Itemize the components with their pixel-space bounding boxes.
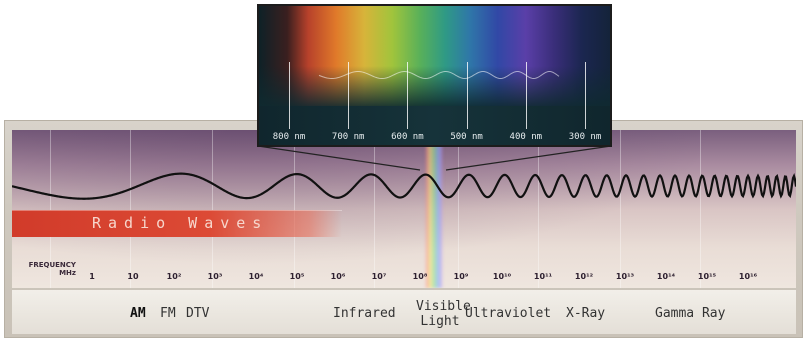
grid-line xyxy=(294,130,295,288)
dtv-label: DTV xyxy=(186,306,210,321)
wavelength-tick-line xyxy=(289,62,290,129)
frequency-tick: 10⁶ xyxy=(330,272,346,281)
band-labels-strip xyxy=(12,290,796,334)
gamma-ray-label: Gamma Ray xyxy=(655,306,726,321)
wavelength-tick-label: 800 nm xyxy=(272,132,306,142)
wavelength-tick-label: 600 nm xyxy=(391,132,424,142)
grid-line xyxy=(130,130,131,288)
frequency-tick: 10¹³ xyxy=(615,272,635,281)
frequency-tick: 10¹² xyxy=(574,272,594,281)
spectrum-fade xyxy=(259,6,610,106)
visible-light-beam xyxy=(426,130,442,288)
radio-waves-bar xyxy=(12,210,342,237)
frequency-tick: 10¹⁰ xyxy=(492,272,512,281)
spectrum-dark-base xyxy=(259,106,610,145)
fm-label: FM xyxy=(160,306,176,321)
am-label: AM xyxy=(130,306,146,321)
grid-line xyxy=(374,130,375,288)
wavelength-tick-label: 400 nm xyxy=(509,132,543,142)
wavelength-tick-label: 300 nm xyxy=(568,132,602,142)
wavelength-tick-line xyxy=(407,62,409,129)
frequency-axis-label: FREQUENCY MHz xyxy=(26,261,76,277)
grid-line xyxy=(538,130,539,288)
grid-line xyxy=(50,130,51,288)
frequency-tick: 10² xyxy=(166,272,182,281)
wavelength-tick-label: 700 nm xyxy=(331,132,365,142)
frequency-tick: 10⁵ xyxy=(289,272,305,281)
panel-shading xyxy=(12,130,796,288)
light-word: Light xyxy=(420,314,460,329)
zoom-connector-lines xyxy=(257,145,612,171)
spectrum-panel: Radio Waves xyxy=(12,130,796,288)
radio-waves-label: Radio Waves xyxy=(92,214,269,232)
frequency-tick: 1 xyxy=(89,272,95,281)
frequency-tick: 10⁷ xyxy=(371,272,387,281)
frequency-tick: 10¹⁶ xyxy=(738,272,758,281)
visible-spectrum-zoom: 800 nm 700 nm 600 nm 500 nm 400 nm 300 nm xyxy=(257,4,612,147)
frequency-tick: 10¹⁵ xyxy=(697,272,717,281)
grid-line xyxy=(700,130,701,288)
wavelength-tick-line xyxy=(466,62,468,129)
ultraviolet-label: Ultraviolet xyxy=(465,306,552,321)
zoom-wave xyxy=(318,70,560,80)
frequency-tick: 10⁸ xyxy=(412,272,428,281)
visible-word: Visible xyxy=(416,299,471,314)
frequency-label: FREQUENCY xyxy=(28,261,76,269)
grid-line xyxy=(620,130,621,288)
wavelength-tick-label: 500 nm xyxy=(450,132,483,142)
wavelength-tick-line xyxy=(585,62,586,129)
xray-label: X-Ray xyxy=(566,306,606,321)
grid-line xyxy=(458,130,459,288)
frequency-tick: 10⁴ xyxy=(248,272,264,281)
infrared-label: Infrared xyxy=(333,306,396,321)
frequency-tick: 10¹⁴ xyxy=(656,272,676,281)
grid-line xyxy=(212,130,213,288)
frequency-tick: 10⁹ xyxy=(453,272,469,281)
frequency-tick: 10¹¹ xyxy=(533,272,553,281)
frequency-tick: 10³ xyxy=(207,272,223,281)
sine-wave xyxy=(12,172,796,200)
wavelength-tick-line xyxy=(525,62,527,129)
mhz-label: MHz xyxy=(59,269,76,277)
frequency-tick: 10 xyxy=(127,272,139,281)
wavelength-tick-line xyxy=(348,62,350,129)
visible-light-label: Visible Light xyxy=(416,299,471,329)
